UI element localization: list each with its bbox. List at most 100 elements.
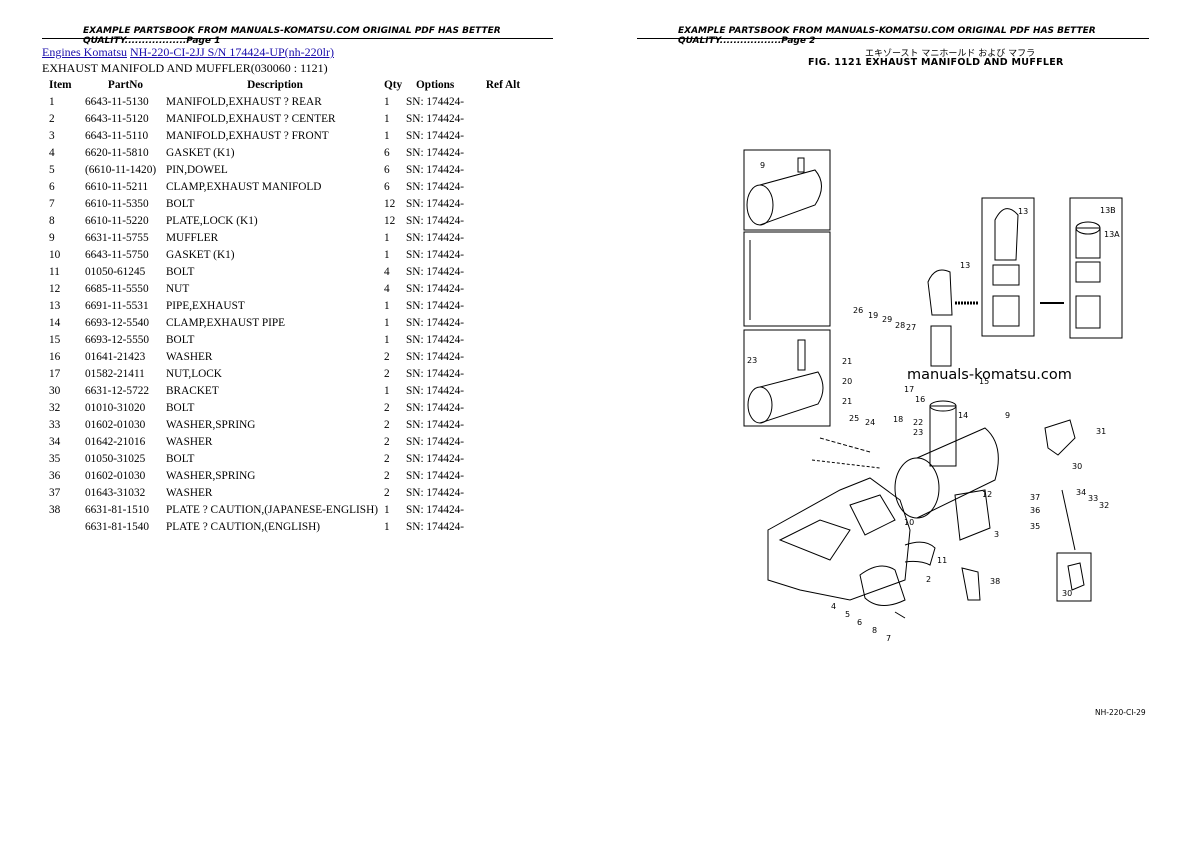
cell-partno: 6643-11-5110 [85,129,149,142]
figure-title: FIG. 1121 EXHAUST MANIFOLD AND MUFFLER [808,57,1064,68]
cell-options: SN: 174424- [406,146,465,159]
cell-refalt [478,518,528,535]
svg-text:20: 20 [842,377,852,386]
cell-options: SN: 174424- [406,384,465,397]
svg-text:35: 35 [1030,522,1040,531]
cell-refalt [478,161,528,178]
cell-description: WASHER [166,350,213,363]
cell-item: 37 [49,486,61,499]
cell-description: MANIFOLD,EXHAUST ? REAR [166,95,322,108]
cell-options: SN: 174424- [406,333,465,346]
svg-text:13A: 13A [1104,230,1120,239]
cell-refalt [478,93,528,110]
figure-title-jp: エキゾースト マニホールド および マフラ [865,49,1036,59]
figure-code: NH-220-CI-29 [1095,708,1146,717]
svg-text:23: 23 [913,428,923,437]
cell-options: SN: 174424- [406,197,465,210]
svg-text:9: 9 [760,161,765,170]
cell-options: SN: 174424- [406,503,465,516]
cell-description: NUT [166,282,190,295]
cell-description: MANIFOLD,EXHAUST ? CENTER [166,112,336,125]
cell-options: SN: 174424- [406,129,465,142]
svg-text:9: 9 [1005,411,1010,420]
cell-partno: 6620-11-5810 [85,146,149,159]
cell-partno: 01050-61245 [85,265,146,278]
cell-refalt [478,484,528,501]
cell-options: SN: 174424- [406,316,465,329]
svg-text:17: 17 [904,385,914,394]
svg-text:11: 11 [937,556,947,565]
cell-item: 5 [49,163,55,176]
cell-description: BOLT [166,265,195,278]
cell-qty: 6 [384,146,390,159]
cell-qty: 1 [384,129,390,142]
cell-refalt [478,399,528,416]
cell-refalt [478,467,528,484]
cell-qty: 2 [384,350,390,363]
cell-partno: 01010-31020 [85,401,146,414]
cell-description: WASHER [166,435,213,448]
cell-options: SN: 174424- [406,469,465,482]
cell-options: SN: 174424- [406,214,465,227]
cell-description: BOLT [166,333,195,346]
cell-partno: 6631-81-1510 [85,503,150,516]
cell-refalt [478,212,528,229]
svg-text:18: 18 [893,415,903,424]
cell-options: SN: 174424- [406,520,465,533]
cell-refalt [478,127,528,144]
cell-partno: 6685-11-5550 [85,282,149,295]
col-header-description: Description [247,78,303,91]
cell-qty: 4 [384,265,390,278]
svg-text:13: 13 [1018,207,1028,216]
page-header-right: EXAMPLE PARTSBOOK FROM MANUALS-KOMATSU.C… [678,26,1096,46]
cell-qty: 4 [384,282,390,295]
cell-item: 30 [49,384,61,397]
cell-qty: 2 [384,401,390,414]
cell-item: 9 [49,231,55,244]
cell-partno: 6631-11-5755 [85,231,149,244]
cell-item: 14 [49,316,61,329]
svg-text:30: 30 [1072,462,1082,471]
cell-qty: 12 [384,214,396,227]
cell-options: SN: 174424- [406,435,465,448]
cell-description: PIN,DOWEL [166,163,228,176]
breadcrumb-link-engines[interactable]: Engines Komatsu [42,45,127,59]
svg-text:2: 2 [926,575,931,584]
cell-options: SN: 174424- [406,486,465,499]
cell-item: 38 [49,503,61,516]
cell-item: 15 [49,333,61,346]
cell-partno: 01641-21423 [85,350,146,363]
cell-item: 33 [49,418,61,431]
cell-item: 12 [49,282,61,295]
cell-description: CLAMP,EXHAUST MANIFOLD [166,180,322,193]
cell-qty: 6 [384,180,390,193]
cell-options: SN: 174424- [406,299,465,312]
cell-partno: 6693-12-5550 [85,333,150,346]
breadcrumb: Engines Komatsu NH-220-CI-2JJ S/N 174424… [42,45,334,60]
cell-item: 4 [49,146,55,159]
cell-description: CLAMP,EXHAUST PIPE [166,316,286,329]
cell-refalt [478,348,528,365]
svg-text:15: 15 [979,377,989,386]
cell-description: BOLT [166,401,195,414]
figure-watermark: manuals-komatsu.com [907,367,1072,383]
breadcrumb-link-model[interactable]: NH-220-CI-2JJ S/N 174424-UP(nh-220lr) [130,45,334,59]
cell-partno: 01642-21016 [85,435,146,448]
cell-refalt [478,314,528,331]
cell-options: SN: 174424- [406,452,465,465]
cell-refalt [478,110,528,127]
cell-partno: 6610-11-5211 [85,180,149,193]
svg-text:36: 36 [1030,506,1040,515]
